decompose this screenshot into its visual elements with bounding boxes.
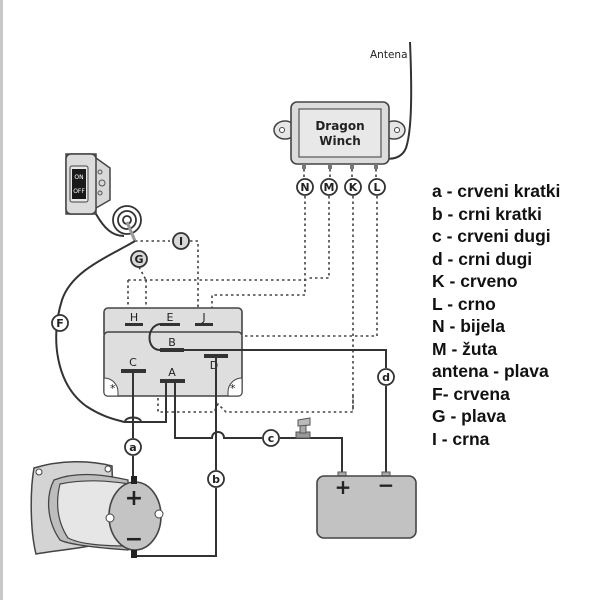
page-border bbox=[0, 0, 3, 600]
legend-item: F- crvena bbox=[432, 383, 510, 404]
tag-F: F bbox=[56, 317, 64, 330]
legend-item: N - bijela bbox=[432, 316, 505, 336]
receiver-label-line2: Winch bbox=[319, 134, 361, 148]
terminal-D: D bbox=[210, 359, 218, 372]
battery: + − bbox=[316, 471, 417, 539]
antenna-label: Antena bbox=[370, 49, 408, 61]
switch-on-label: ON bbox=[74, 174, 83, 181]
switch-cable-coil bbox=[55, 205, 142, 423]
terminal-C: C bbox=[129, 356, 137, 369]
contactor-star-left: * bbox=[110, 382, 116, 395]
battery-isolator[interactable] bbox=[295, 417, 311, 439]
receiver-module: Dragon Winch bbox=[273, 101, 406, 169]
legend-item: L - crno bbox=[432, 293, 496, 314]
tag-d: d bbox=[382, 371, 390, 384]
legend-item: K - crveno bbox=[432, 271, 518, 291]
tag-c: c bbox=[268, 432, 275, 445]
switch-off-label: OFF bbox=[73, 188, 85, 195]
legend-item: I - crna bbox=[432, 428, 490, 449]
contactor-star-right: * bbox=[230, 382, 236, 395]
wire-color-legend: a - crveni kratki b - crni kratki c - cr… bbox=[432, 180, 560, 450]
terminal-E: E bbox=[167, 311, 174, 324]
legend-item: M - žuta bbox=[432, 338, 498, 359]
tag-a: a bbox=[129, 441, 136, 454]
terminal-B: B bbox=[168, 336, 176, 349]
tag-N: N bbox=[300, 181, 309, 194]
battery-minus: − bbox=[378, 473, 395, 497]
motor-minus: − bbox=[125, 527, 143, 552]
antenna: Antena bbox=[370, 41, 413, 160]
winch-motor: + − bbox=[30, 460, 164, 558]
on-off-switch[interactable]: ON OFF bbox=[65, 153, 111, 215]
legend-item: b - crni kratki bbox=[432, 203, 542, 224]
tag-G: G bbox=[134, 253, 143, 266]
receiver-terminal-tags: N M K L bbox=[296, 178, 386, 196]
legend-item: a - crveni kratki bbox=[432, 181, 561, 201]
legend-item: c - crveni dugi bbox=[432, 226, 551, 246]
control-wires bbox=[127, 169, 378, 413]
terminal-J: J bbox=[201, 311, 205, 324]
receiver-label-line1: Dragon bbox=[315, 119, 364, 133]
tag-M: M bbox=[324, 181, 335, 194]
motor-plus: + bbox=[125, 486, 143, 511]
tag-b: b bbox=[212, 473, 220, 486]
legend-item: d - crni dugi bbox=[432, 248, 533, 269]
tag-L: L bbox=[373, 181, 380, 194]
battery-plus: + bbox=[335, 475, 352, 499]
legend-item: G - plava bbox=[432, 406, 506, 426]
terminal-A: A bbox=[168, 366, 176, 379]
contactor: * * H E J B C A D bbox=[103, 307, 243, 397]
terminal-H: H bbox=[130, 311, 138, 324]
tag-K: K bbox=[349, 181, 358, 194]
tag-I: I bbox=[179, 235, 183, 248]
wire-tags: I G F a b c d bbox=[51, 232, 395, 488]
legend-item: antena - plava bbox=[432, 361, 549, 381]
